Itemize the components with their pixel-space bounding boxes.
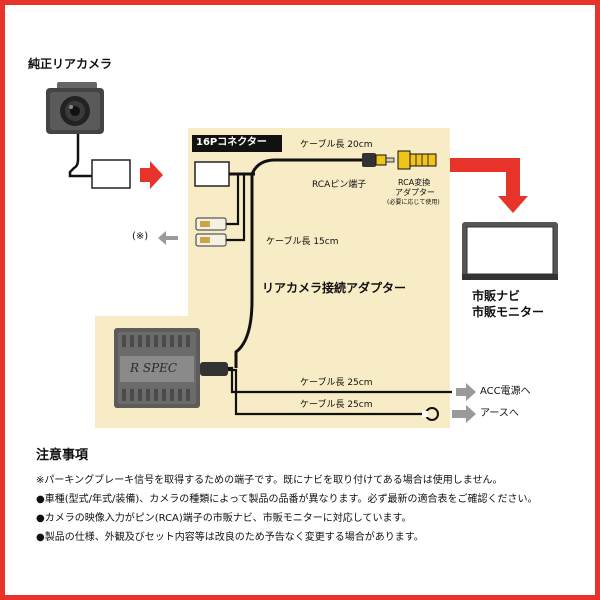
aftermarket-monitor-illustration <box>462 222 558 280</box>
cable-15-label: ケーブル長 15cm <box>266 237 339 247</box>
oem-camera-label: 純正リアカメラ <box>28 57 113 71</box>
cable-25-b-label: ケーブル長 25cm <box>300 400 373 410</box>
note-item: ●カメラの映像入力がピン(RCA)端子の市販ナビ、市販モニターに対応しています。 <box>36 513 412 524</box>
connector-label: 16Pコネクター <box>196 137 267 148</box>
rca-pin-plug <box>362 153 395 167</box>
red-arrow-right <box>140 161 163 189</box>
cable-25-a-label: ケーブル長 25cm <box>300 378 373 388</box>
note-item: ●車種(型式/年式/装備)、カメラの種類によって製品の品番が異なります。必ず最新… <box>36 494 538 505</box>
note-mark-label: (※) <box>132 231 149 242</box>
grey-arrow-ground <box>452 405 476 423</box>
camera-connector <box>91 159 131 189</box>
box-logo: R SPEC <box>130 361 178 375</box>
rca-adapter-note: (必要に応じて使用) <box>387 199 440 206</box>
monitor-label-2: 市販モニター <box>472 305 545 319</box>
notes-section: 注意事項 ※パーキングブレーキ信号を取得するための端子です。既にナビを取り付けて… <box>36 444 581 547</box>
cable-20-label: ケーブル長 20cm <box>300 140 373 150</box>
ground-label: アースへ <box>480 408 519 419</box>
ground-terminal <box>422 407 439 421</box>
parking-brake-connectors <box>195 217 227 247</box>
acc-label: ACC電源へ <box>480 386 531 397</box>
note-item: ※パーキングブレーキ信号を取得するための端子です。既にナビを取り付けてある場合は… <box>36 475 503 486</box>
oem-camera-illustration <box>46 82 104 134</box>
rca-adapter-label-1: RCA変換 <box>398 178 431 187</box>
monitor-label-1: 市販ナビ <box>472 289 521 303</box>
rca-pin-label: RCAピン端子 <box>312 180 367 190</box>
grey-arrow-acc <box>456 383 476 401</box>
red-arrow-down <box>450 158 528 213</box>
notes-title: 注意事項 <box>36 448 89 463</box>
grey-arrow-left <box>158 231 178 245</box>
adapter-box-illustration <box>114 328 200 408</box>
note-item: ●製品の仕様、外観及びセット内容等は改良のため予告なく変更する場合があります。 <box>36 532 424 543</box>
adapter-name-label: リアカメラ接続アダプター <box>262 281 407 295</box>
rca-conversion-adapter <box>397 150 437 170</box>
16p-connector <box>194 161 230 187</box>
rca-adapter-label-2: アダプター <box>395 188 435 197</box>
